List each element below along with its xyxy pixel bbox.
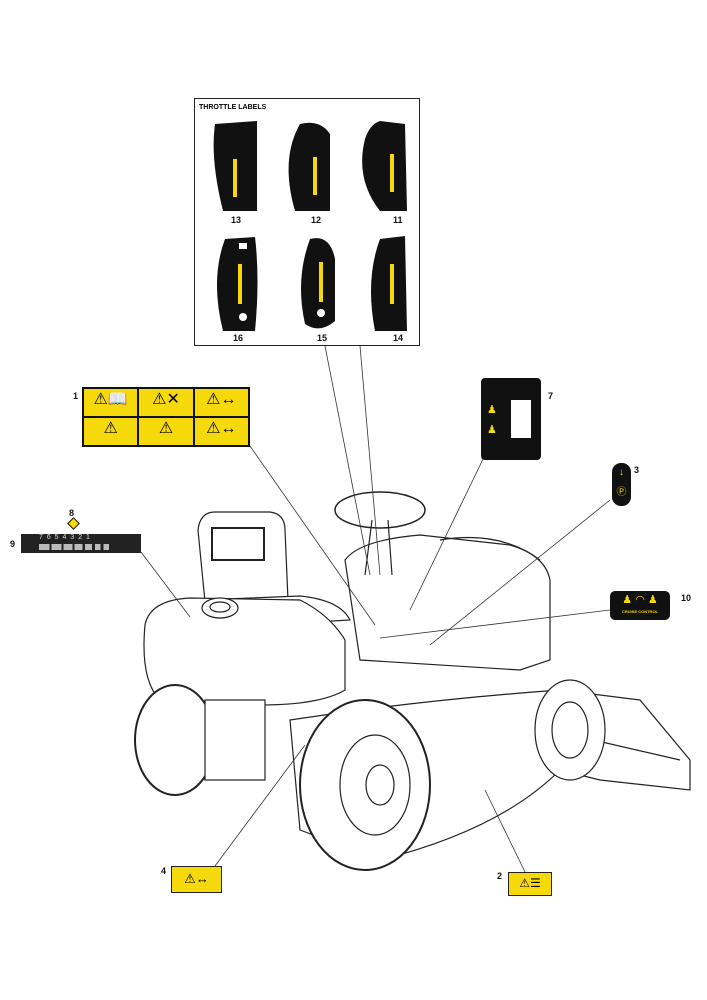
gear-decal: 7 6 5 4 3 2 1 (21, 534, 141, 553)
callout-15: 15 (317, 333, 328, 343)
warning-icon: ⚠ (84, 418, 138, 445)
callout-9: 9 (10, 539, 16, 549)
cruise-control-decal: ♟ ◠ ♟ CRUISE CONTROL (610, 591, 670, 620)
cruise-icons: ♟ ◠ ♟ (622, 594, 658, 606)
callout-8: 8 (69, 508, 75, 518)
throttle-labels-panel: THROTTLE LABELS 13 12 11 16 15 14 (194, 98, 420, 346)
callout-11: 11 (393, 215, 403, 225)
callout-7: 7 (548, 391, 554, 401)
safety-decal-1: ⚠📖 ⚠✕ ⚠↔ ⚠ ⚠ ⚠↔ (82, 387, 250, 447)
parking-icon: Ⓟ (616, 487, 627, 498)
callout-3: 3 (634, 465, 640, 475)
warning-icon: ⚠↔ (194, 418, 248, 445)
gear-numbers: 7 6 5 4 3 2 1 (39, 534, 91, 541)
safety-decal-4: ⚠↔ (171, 866, 222, 893)
callout-1: 1 (73, 391, 79, 401)
callout-13: 13 (231, 215, 242, 225)
callout-16: 16 (233, 333, 244, 343)
throttle-label-shapes (213, 121, 407, 331)
callout-14: 14 (393, 333, 404, 343)
warning-icon: ⚠ (139, 418, 193, 445)
throttle-labels-title: THROTTLE LABELS (199, 104, 267, 111)
warning-icon: ⚠📖 (84, 389, 138, 416)
cruise-control-text: CRUISE CONTROL (622, 609, 658, 614)
callout-10: 10 (681, 593, 692, 603)
arrow-down-icon: ↓ (619, 467, 624, 478)
decal-7: ♟ ♟ (481, 378, 541, 460)
safety-decal-2: ⚠☰ (508, 872, 552, 896)
warning-icon: ⚠✕ (139, 389, 193, 416)
callout-4: 4 (161, 866, 167, 876)
callout-2: 2 (497, 871, 503, 881)
callout-12: 12 (311, 215, 322, 225)
parking-brake-decal: ↓Ⓟ (612, 463, 631, 506)
warning-icon: ⚠↔ (194, 389, 248, 416)
